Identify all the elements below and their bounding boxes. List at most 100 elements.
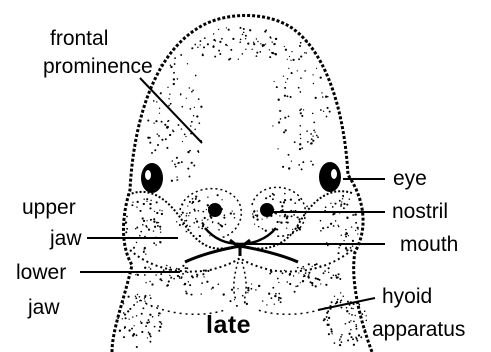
chin-cleft	[234, 262, 246, 300]
stipple-dot	[284, 199, 286, 201]
stipple-dot	[247, 287, 249, 289]
stipple-dot	[239, 27, 241, 29]
stipple-dot	[157, 144, 159, 146]
stipple-dot	[163, 269, 165, 271]
stipple-dot	[137, 201, 139, 203]
stipple-dot	[217, 283, 219, 285]
stipple-dot	[338, 273, 340, 275]
stipple-dot	[348, 235, 349, 236]
stipple-dot	[262, 46, 264, 48]
stipple-dot	[300, 112, 302, 114]
stipple-dot	[352, 338, 354, 340]
stipple-dot	[325, 96, 327, 98]
stipple-dot	[194, 129, 196, 131]
stipple-dot	[276, 221, 278, 223]
stipple-dot	[327, 96, 328, 97]
stipple-dot	[125, 317, 127, 319]
stipple-dot	[129, 318, 130, 319]
stipple-dot	[213, 45, 214, 46]
stipple-dot	[269, 49, 270, 50]
stipple-dot	[337, 277, 339, 279]
stipple-dot	[171, 180, 173, 182]
label-eye: eye	[393, 167, 427, 191]
stipple-dot	[155, 244, 157, 246]
stipple-dot	[278, 282, 279, 283]
stipple-dot	[302, 161, 304, 163]
stipple-dot	[233, 213, 235, 215]
stipple-dot	[290, 60, 291, 61]
stipple-dot	[201, 222, 203, 224]
stipple-dot	[155, 120, 157, 122]
stipple-dot	[364, 329, 365, 330]
stipple-dot	[242, 53, 244, 55]
stipple-dot	[221, 199, 222, 200]
stipple-dot	[226, 27, 227, 28]
stipple-dot	[342, 198, 343, 199]
stipple-dot	[313, 130, 315, 132]
stipple-dot	[298, 199, 300, 201]
stipple-dot	[189, 225, 191, 227]
stipple-dot	[240, 39, 242, 41]
stipple-dot	[280, 297, 282, 299]
stipple-dot	[300, 42, 302, 44]
stipple-dot	[184, 134, 186, 136]
stipple-dot	[149, 334, 151, 336]
stipple-dot	[157, 225, 159, 227]
stipple-dot	[339, 344, 341, 346]
stipple-dot	[275, 293, 277, 295]
stipple-dot	[144, 274, 146, 276]
stipple-dot	[242, 295, 244, 297]
stipple-dot	[140, 231, 142, 233]
stipple-dot	[272, 52, 274, 54]
stipple-dot	[304, 52, 305, 53]
stipple-dot	[155, 274, 157, 276]
stipple-dot	[274, 304, 275, 305]
stipple-dot	[187, 63, 188, 64]
stipple-dot	[218, 29, 219, 30]
stipple-dot	[265, 43, 266, 44]
stipple-dot	[301, 268, 303, 270]
stipple-dot	[366, 320, 368, 322]
stipple-dot	[278, 99, 280, 101]
stipple-dot	[123, 303, 124, 304]
stipple-dot	[140, 322, 142, 324]
stipple-dot	[145, 282, 146, 283]
stipple-dot	[347, 301, 349, 303]
stipple-dot	[186, 267, 188, 269]
stipple-dot	[195, 195, 197, 197]
stipple-dot	[153, 100, 155, 102]
stipple-dot	[357, 228, 359, 230]
stipple-dot	[317, 136, 318, 137]
stipple-dot	[247, 43, 249, 45]
stipple-dot	[308, 263, 310, 265]
stipple-dot	[156, 212, 158, 214]
label-upper: upper	[22, 196, 76, 220]
stipple-dot	[145, 325, 147, 327]
stipple-dot	[147, 119, 149, 121]
stipple-dot	[297, 216, 299, 218]
stipple-dot	[321, 92, 322, 93]
stipple-dot	[284, 95, 286, 97]
stipple-dot	[186, 213, 187, 214]
stipple-dot	[284, 117, 286, 119]
stipple-dot	[245, 35, 247, 37]
stipple-dot	[288, 167, 290, 169]
stipple-dot	[303, 274, 304, 275]
stipple-dot	[152, 316, 154, 318]
stipple-dot	[153, 242, 155, 244]
stipple-dot	[287, 78, 289, 80]
stipple-dot	[285, 82, 286, 83]
stipple-dot	[159, 209, 160, 210]
stipple-dot	[337, 225, 338, 226]
stipple-dot	[161, 280, 163, 282]
label-prominence: prominence	[43, 55, 153, 79]
stipple-dot	[337, 252, 339, 254]
stipple-dot	[150, 268, 152, 270]
stipple-dot	[182, 141, 183, 142]
stipple-dot	[350, 336, 352, 338]
stipple-dot	[291, 215, 293, 217]
stipple-dot	[200, 44, 201, 45]
stipple-dot	[154, 326, 156, 328]
stipple-dot	[297, 285, 299, 287]
stipple-dot	[189, 87, 190, 88]
